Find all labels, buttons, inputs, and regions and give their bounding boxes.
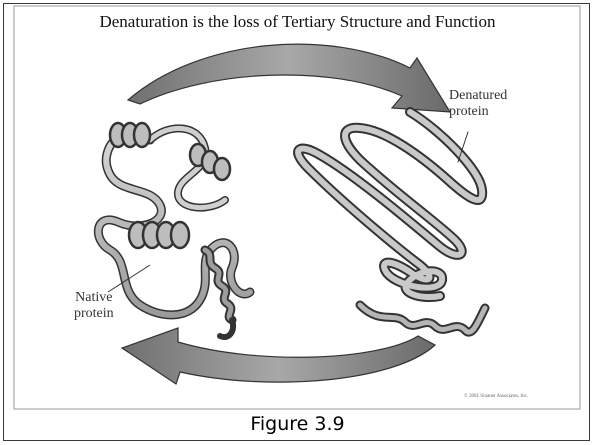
helix-middle [129,222,189,248]
native-label-line1: Native [74,290,114,306]
denatured-label-line1: Denatured [449,88,507,104]
denatured-label-line2: protein [449,104,507,120]
native-label-line2: protein [74,306,114,322]
denatured-protein-label: Denatured protein [449,88,507,120]
copyright-notice: © 2001 Sinauer Associates, Inc. [464,394,528,399]
native-protein-label: Native protein [74,290,114,322]
figure-caption: Figure 3.9 [0,413,595,435]
figure-title: Denaturation is the loss of Tertiary Str… [0,12,595,32]
